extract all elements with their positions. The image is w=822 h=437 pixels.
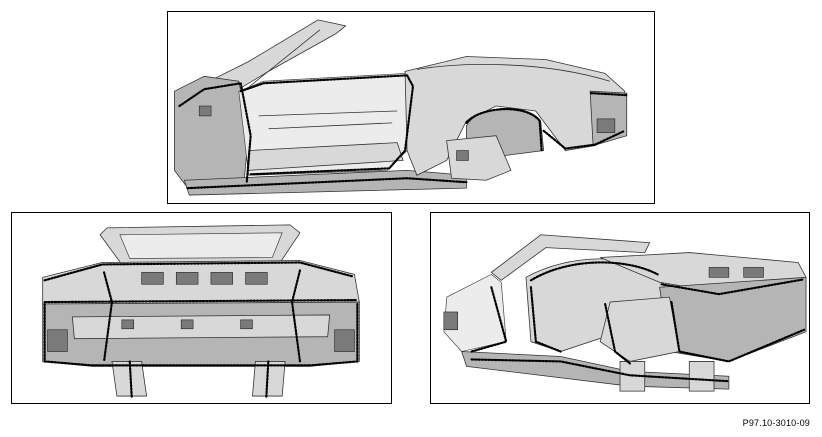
body-rear-view-illustration bbox=[42, 224, 360, 399]
seam-right-inner bbox=[290, 269, 302, 363]
seam-right-side bbox=[308, 302, 359, 367]
right-lower-leg bbox=[252, 361, 286, 397]
seam-rear-lower bbox=[542, 129, 626, 150]
side-view-panel bbox=[167, 11, 655, 204]
deck-opening-4 bbox=[245, 272, 268, 285]
seam-rear-3q bbox=[670, 300, 806, 363]
deck-opening-1 bbox=[141, 272, 164, 285]
crossmember-hole-2 bbox=[180, 319, 194, 330]
left-lower-leg bbox=[111, 361, 148, 397]
seam-front-3q bbox=[470, 286, 508, 353]
seam-left-inner bbox=[102, 271, 114, 363]
crossmember-hole-3 bbox=[240, 319, 253, 330]
seam-right-leg bbox=[265, 360, 270, 399]
rear-corner-3q bbox=[599, 296, 680, 362]
lower-leg-3q-2 bbox=[688, 361, 715, 392]
seam-door-top bbox=[239, 74, 409, 93]
deck-opening-3q-2 bbox=[743, 267, 764, 278]
seam-wheel-arch bbox=[465, 108, 543, 152]
seam-quarter-front-3q bbox=[529, 286, 562, 353]
seam-a-pillar bbox=[178, 82, 252, 184]
door-reinforcement-line bbox=[258, 110, 398, 117]
taillight-opening bbox=[596, 118, 616, 134]
seam-left-side bbox=[43, 302, 94, 367]
rear-end-panel bbox=[589, 90, 628, 147]
rear-three-quarter-view-panel bbox=[430, 212, 810, 404]
rear-view-panel bbox=[11, 212, 392, 404]
deck-opening-2 bbox=[175, 272, 199, 285]
a-pillar-structure bbox=[174, 75, 250, 191]
quarter-top-line bbox=[416, 64, 611, 82]
windshield-opening bbox=[119, 232, 283, 259]
floor-sill-3q bbox=[461, 351, 730, 390]
a-pillar-opening bbox=[198, 105, 212, 117]
axle-mount-hole bbox=[456, 150, 469, 161]
body-side-view-illustration bbox=[174, 19, 628, 196]
body-three-quarter-view-illustration bbox=[443, 234, 807, 392]
seam-deck-top bbox=[43, 261, 354, 282]
seam-rear-top bbox=[590, 92, 628, 97]
seam-sill bbox=[186, 177, 468, 190]
seam-sill-3q bbox=[470, 358, 730, 383]
door-reinforcement-line-2 bbox=[268, 122, 393, 130]
seam-corner-3q bbox=[604, 302, 631, 365]
right-taillight-opening bbox=[334, 329, 355, 352]
seam-door-rear bbox=[249, 74, 415, 176]
rear-axle-mount bbox=[446, 135, 512, 181]
rear-crossmember bbox=[71, 314, 331, 340]
seam-deck-3q bbox=[660, 278, 806, 296]
windshield-inner-line bbox=[243, 29, 321, 92]
seam-left-leg bbox=[128, 360, 133, 399]
left-taillight-opening bbox=[47, 329, 68, 352]
figure-reference-code: P97.10-3010-09 bbox=[742, 418, 810, 428]
seam-quarter-top-3q bbox=[529, 261, 659, 282]
rear-panel-3q bbox=[659, 276, 807, 362]
deck-opening-3q-1 bbox=[708, 267, 730, 278]
seam-deck-bottom bbox=[43, 298, 359, 304]
front-opening-3q bbox=[443, 311, 459, 331]
windshield-frame-3q bbox=[490, 234, 651, 281]
crossmember-hole-1 bbox=[121, 319, 135, 330]
deck-opening-3 bbox=[210, 272, 233, 285]
rear-quarter-panel bbox=[404, 56, 626, 176]
